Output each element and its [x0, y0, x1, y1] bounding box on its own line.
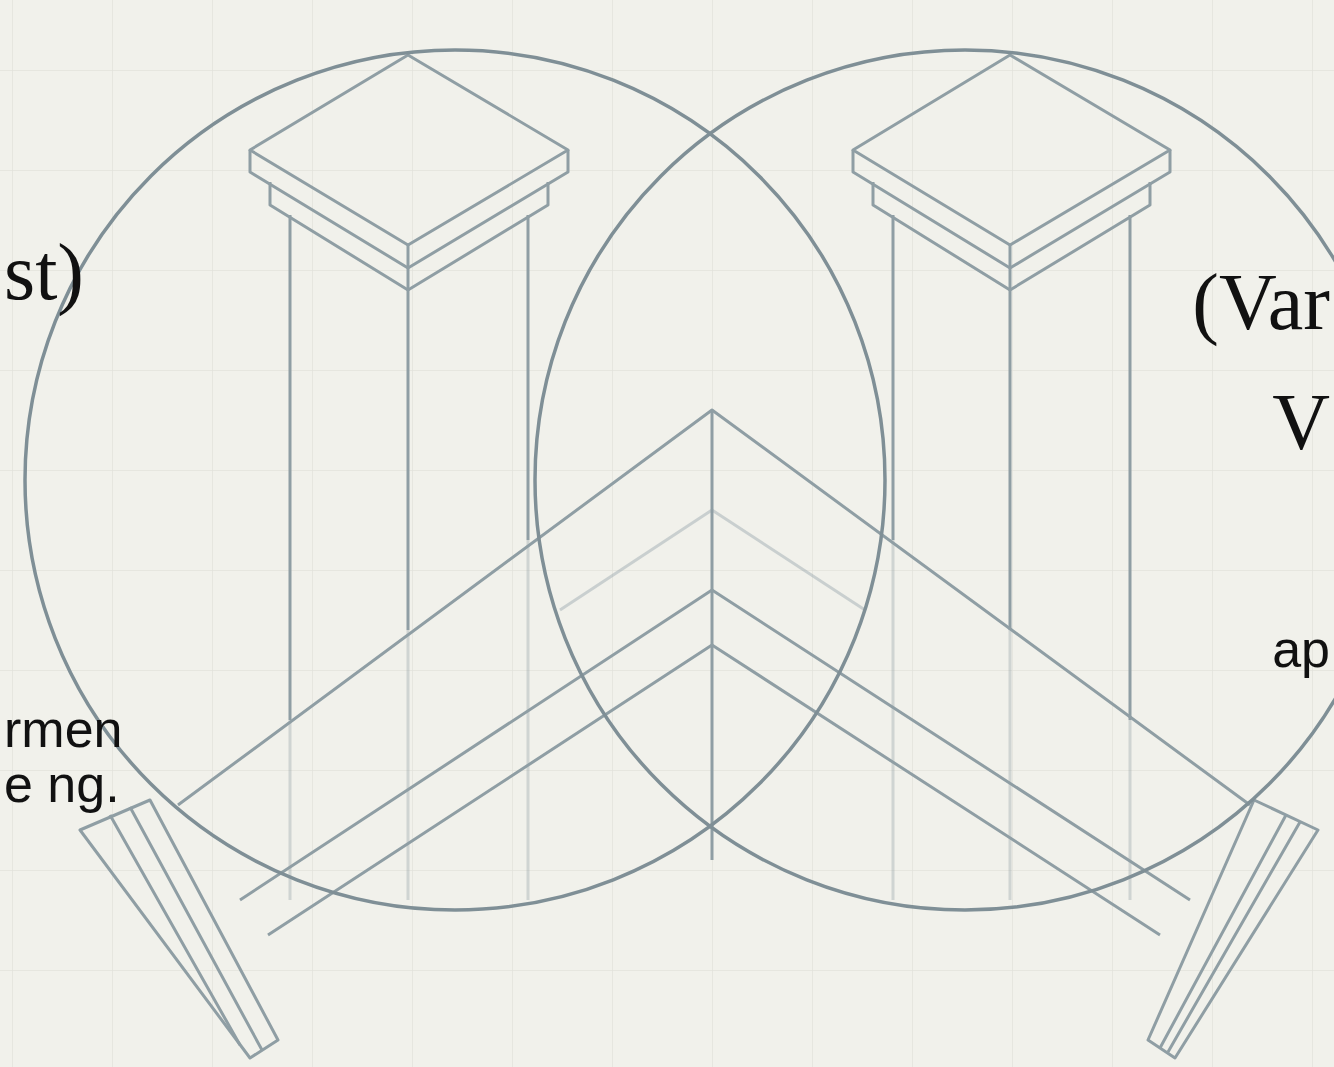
heading-fragment: V: [1272, 382, 1330, 462]
right-pillar: [853, 55, 1170, 900]
left-pillar: [250, 55, 568, 900]
left-circle: [25, 50, 885, 910]
right-circle: [535, 50, 1334, 910]
venn-circles: [25, 50, 1334, 910]
body-fragment: ap: [1272, 622, 1330, 677]
heading-fragment: (Var: [1192, 262, 1330, 342]
fallen-pillars: [80, 410, 1318, 1058]
body-fragment: rmen e ng.: [4, 702, 154, 811]
heading-fragment: st): [4, 232, 84, 312]
